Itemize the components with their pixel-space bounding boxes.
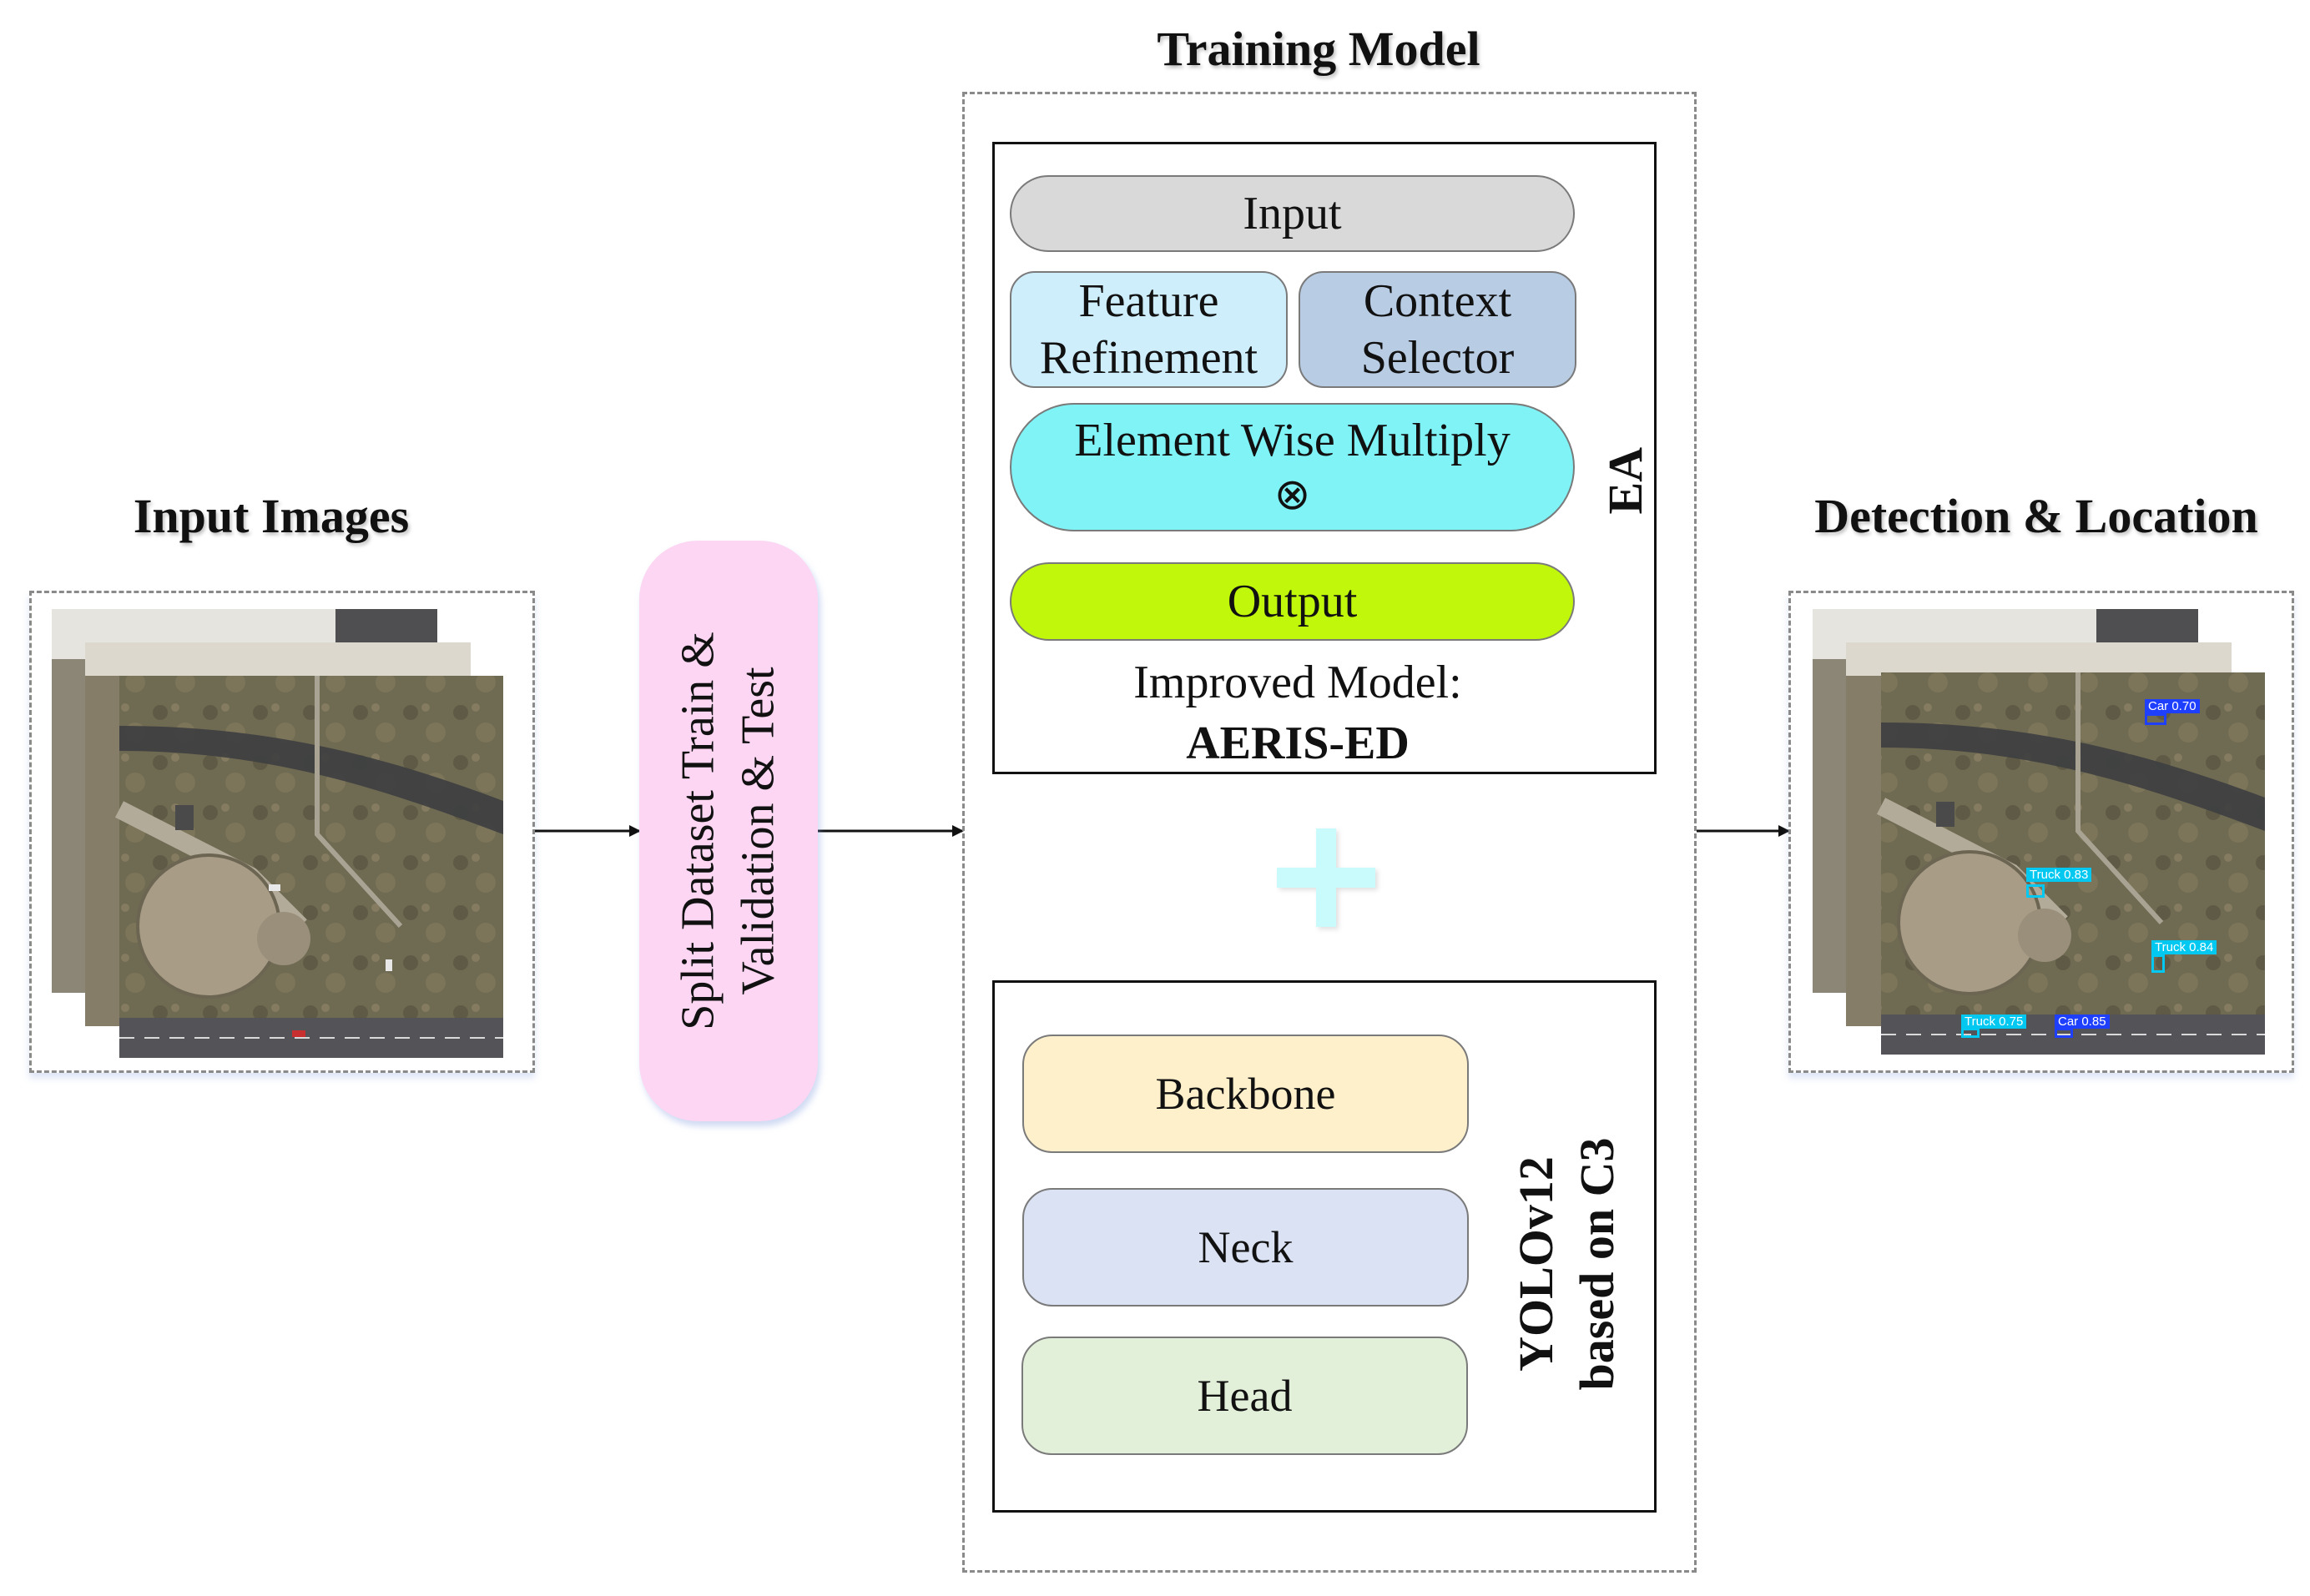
neck-block: Neck (1022, 1188, 1469, 1307)
detection-box-car-2 (2055, 1028, 2073, 1038)
input-aerial-image-stack (52, 609, 503, 1058)
ea-input-block: Input (1010, 175, 1575, 252)
feature-refinement-line2: Refinement (1039, 332, 1258, 384)
detection-aerial-image-stack (1813, 609, 2265, 1055)
detection-label-car-2: Car 0.85 (2055, 1014, 2110, 1029)
backbone-label: Backbone (1155, 1069, 1336, 1119)
neck-label: Neck (1198, 1222, 1294, 1272)
split-dataset-block: Split Dataset Train & Validation & Test (639, 541, 818, 1121)
detection-label-truck-2: Truck 0.84 (2151, 940, 2217, 954)
aeris-ed-label: AERIS-ED (1186, 717, 1410, 769)
plus-icon (1277, 828, 1375, 927)
ea-input-label: Input (1243, 187, 1342, 239)
element-wise-multiply-block: Element Wise Multiply ⊗ (1010, 403, 1575, 531)
detection-box-truck-2 (2151, 954, 2165, 973)
context-selector-line1: Context (1363, 274, 1512, 327)
detection-box-truck-3 (1961, 1028, 1980, 1038)
context-selector-line2: Selector (1360, 332, 1515, 384)
detection-location-heading: Detection & Location (1814, 489, 2258, 543)
multiply-symbol-icon: ⊗ (1274, 470, 1311, 521)
detection-label-truck-1: Truck 0.83 (2026, 868, 2092, 882)
split-dataset-label: Split Dataset Train & Validation & Test (668, 547, 788, 1115)
head-block: Head (1021, 1337, 1468, 1455)
feature-refinement-line1: Feature (1078, 274, 1219, 327)
improved-model-label: Improved Model: (1133, 657, 1462, 708)
backbone-block: Backbone (1022, 1035, 1469, 1153)
training-model-panel (962, 92, 1697, 1573)
detection-box-truck-1 (2026, 884, 2045, 898)
training-model-heading: Training Model (1157, 22, 1480, 76)
yolo-side-label-line2: based on C3 (1569, 1137, 1624, 1391)
feature-refinement-block: Feature Refinement (1010, 271, 1288, 388)
split-dataset-line1: Split Dataset Train & (672, 632, 724, 1030)
yolo-side-label-line1: YOLOv12 (1509, 1156, 1563, 1372)
ea-output-block: Output (1010, 562, 1575, 641)
element-wise-multiply-label: Element Wise Multiply (1074, 415, 1511, 467)
head-label: Head (1197, 1371, 1293, 1421)
ea-output-label: Output (1227, 575, 1358, 627)
input-images-panel (29, 591, 535, 1073)
detection-label-truck-3: Truck 0.75 (1961, 1014, 2027, 1029)
split-dataset-line2: Validation & Test (732, 667, 784, 995)
yolo-side-label: YOLOv12 based on C3 (1506, 1072, 1632, 1456)
context-selector-block: Context Selector (1299, 271, 1576, 388)
improved-model-caption: Improved Model: AERIS-ED (1010, 652, 1586, 774)
input-images-heading: Input Images (133, 489, 410, 543)
detection-label-car-1: Car 0.70 (2145, 699, 2200, 713)
detection-panel (1788, 591, 2294, 1073)
ea-side-label: EA (1597, 446, 1652, 515)
detection-box-car-1 (2145, 713, 2166, 725)
